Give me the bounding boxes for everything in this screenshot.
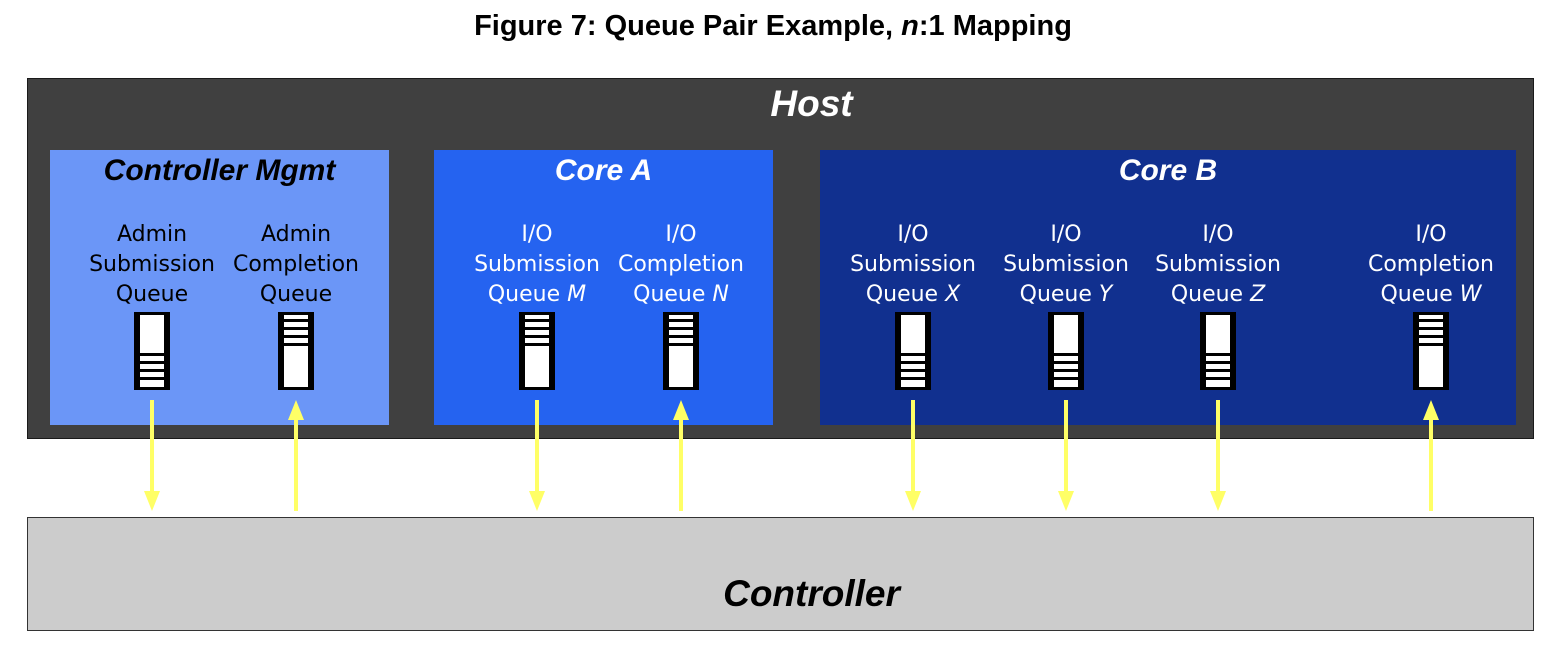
queue-label-line: Completion: [1367, 252, 1494, 277]
queue-entry: [1054, 353, 1078, 356]
arrow-head: [1423, 400, 1439, 420]
figure-title: Figure 7: Queue Pair Example, n:1 Mappin…: [474, 10, 1072, 42]
queue-entry: [1054, 361, 1078, 364]
queue-suffix: M: [567, 282, 587, 307]
host-label: Host: [770, 83, 853, 124]
queue-entry: [525, 327, 549, 330]
queue-entry: [1206, 361, 1230, 364]
arrow-head: [673, 400, 689, 420]
queue-entry: [1054, 377, 1078, 380]
group-title: Controller Mgmt: [103, 154, 336, 187]
queue-entry: [284, 343, 308, 346]
queue-label-line: Queue: [487, 282, 561, 307]
queue-label-line: Submission: [850, 252, 976, 277]
queue-entry: [1419, 343, 1443, 346]
queue-label-line: Queue: [259, 282, 333, 307]
queue-entry: [901, 377, 925, 380]
queue-label-line: Queue: [865, 282, 939, 307]
queue-label-line: Admin: [116, 222, 188, 247]
submission-queue-icon: [134, 312, 170, 390]
queue-entry: [901, 361, 925, 364]
queue-label-line: Completion: [232, 252, 359, 277]
queue-label-line: I/O: [1202, 222, 1234, 247]
queue-label-line: Submission: [89, 252, 215, 277]
arrow-head: [1210, 491, 1226, 511]
queue-entry: [901, 353, 925, 356]
completion-queue-icon: [278, 312, 314, 390]
queue-entry: [1054, 369, 1078, 372]
queue-suffix: Z: [1250, 282, 1266, 307]
completion-queue-icon: [663, 312, 699, 390]
queue-suffix: N: [712, 282, 729, 307]
queue-label-line: I/O: [665, 222, 697, 247]
queue-entry: [669, 335, 693, 338]
queue-entry: [1206, 369, 1230, 372]
queue-entry: [140, 353, 164, 356]
queue-label-line: Queue: [1019, 282, 1092, 307]
queue-label-line: Submission: [474, 252, 600, 277]
group-core-a: Core A: [434, 150, 773, 425]
arrow-head: [1058, 491, 1074, 511]
queue-entry: [140, 369, 164, 372]
queue-entry: [525, 319, 549, 322]
queue-entry: [669, 327, 693, 330]
queue-entry: [284, 319, 308, 322]
group-title: Core A: [554, 154, 653, 187]
group-core-b: Core B: [820, 150, 1516, 425]
arrow-head: [144, 491, 160, 511]
queue-entry: [284, 335, 308, 338]
queue-entry: [140, 361, 164, 364]
queue-entry: [669, 343, 693, 346]
queue-entry: [525, 343, 549, 346]
queue-label-line: Queue: [1380, 282, 1453, 307]
queue-entry: [669, 319, 693, 322]
queue-entry: [140, 377, 164, 380]
arrow-head: [288, 400, 304, 420]
arrow-head: [529, 491, 545, 511]
queue-entry: [525, 335, 549, 338]
queue-label-line: I/O: [897, 222, 929, 247]
queue-entry: [1419, 327, 1443, 330]
queue-entry: [901, 369, 925, 372]
queue-label-line: Queue: [115, 282, 189, 307]
queue-suffix: W: [1459, 282, 1482, 307]
queue-entry: [284, 327, 308, 330]
queue-entry: [1206, 377, 1230, 380]
queue-suffix: Y: [1098, 282, 1113, 307]
submission-queue-icon: [1048, 312, 1084, 390]
queue-label-line: Queue: [1170, 282, 1244, 307]
queue-entry: [1206, 353, 1230, 356]
queue-entry: [1419, 319, 1443, 322]
queue-label-line: I/O: [521, 222, 553, 247]
queue-label-line: Submission: [1155, 252, 1281, 277]
queue-label-line: I/O: [1415, 222, 1447, 247]
group-controller-mgmt: Controller Mgmt: [50, 150, 389, 425]
queue-label-line: Queue: [633, 282, 706, 307]
queue-label-line: Completion: [617, 252, 744, 277]
controller-label: Controller: [723, 573, 900, 614]
queue-suffix: X: [945, 282, 961, 307]
queue-label-line: I/O: [1050, 222, 1082, 247]
completion-queue-icon: [1413, 312, 1449, 390]
queue-label-line: Submission: [1003, 252, 1129, 277]
submission-queue-icon: [1200, 312, 1236, 390]
submission-queue-icon: [519, 312, 555, 390]
submission-queue-icon: [895, 312, 931, 390]
controller-box: [27, 517, 1534, 631]
group-title: Core B: [1118, 154, 1218, 187]
queue-entry: [1419, 335, 1443, 338]
arrow-head: [905, 491, 921, 511]
queue-label-line: Admin: [260, 222, 332, 247]
